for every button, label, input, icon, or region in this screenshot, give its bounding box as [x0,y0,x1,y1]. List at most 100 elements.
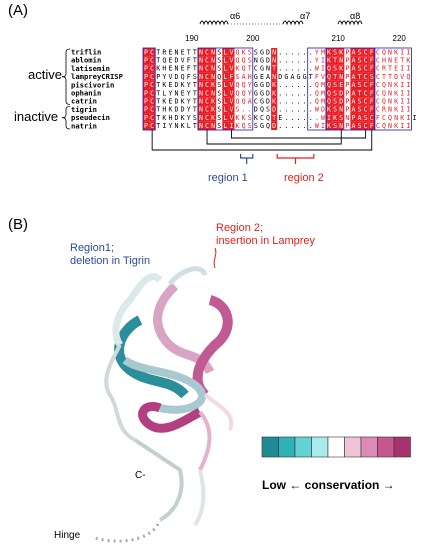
conserved-cell [271,113,278,122]
residue: C [150,57,154,65]
sequence-name: piscivorin [71,80,114,89]
conserved-cell [350,105,357,114]
residue: . [297,122,301,130]
conserved-cell [222,72,229,81]
residue: P [144,73,148,81]
conserved-cell [338,56,345,65]
conserved-cell [204,48,211,57]
residue: C [376,65,380,73]
residue: . [290,48,294,56]
residue: T [358,73,362,81]
conservation-swatch [377,436,395,458]
residue: I [400,48,404,56]
residue: . [297,98,301,106]
residue: T [156,89,160,97]
residue: R [382,106,386,114]
conserved-cell [197,64,204,73]
residue: F [370,48,374,56]
residue: S [333,81,337,89]
residue: T [358,89,362,97]
residue: S [193,73,197,81]
conserved-cell [228,56,235,65]
residue: S [266,106,270,114]
residue: Y [248,81,252,89]
residue: T [388,73,392,81]
conserved-cell [271,121,278,130]
residue: C [205,89,209,97]
residue: F [315,73,319,81]
residue: K [394,48,398,56]
residue: Q [266,122,270,130]
residue: N [388,81,392,89]
residue: N [199,57,203,65]
residue: Y [187,89,191,97]
residue: Q [388,114,392,122]
residue: E [168,65,172,73]
conserved-cell [204,80,211,89]
residue: D [266,57,270,65]
residue: D [266,98,270,106]
residue: S [358,57,362,65]
residue: . [290,122,294,130]
residue: C [376,89,380,97]
residue: T [156,122,160,130]
panel-b-label: (B) [8,216,28,233]
conserved-cell [356,113,363,122]
residue: K [272,81,276,89]
residue: D [181,106,185,114]
residue: N [211,48,215,56]
residue: C [376,48,380,56]
conserved-cell [326,89,333,98]
residue: V [229,57,233,65]
residue: D [394,73,398,81]
conserved-cell [228,89,235,98]
residue: I [412,114,416,122]
conserved-cell [356,97,363,106]
residue: S [333,89,337,97]
residue: . [284,57,288,65]
conserved-cell [326,113,333,122]
conserved-cell [338,105,345,114]
conserved-cell [368,56,375,65]
disulfide-bridge [206,130,342,145]
residue: C [205,106,209,114]
residue: . [284,89,288,97]
residue: D [272,122,276,130]
residue: N [272,48,276,56]
conserved-cell [356,105,363,114]
residue: K [168,106,172,114]
sequence-name: catrin [71,97,97,106]
conserved-cell [149,105,156,114]
residue: H [382,57,386,65]
residue: V [229,81,233,89]
residue: T [193,122,197,130]
residue: C [260,114,264,122]
residue: Y [187,81,191,89]
residue: Q [327,81,331,89]
residue: . [303,122,307,130]
residue: . [297,48,301,56]
residue: L [187,122,191,130]
residue: N [339,73,343,81]
residue: K [181,114,185,122]
residue: N [388,106,392,114]
conserved-cell [271,72,278,81]
residue: L [223,81,227,89]
conservation-swatch [360,436,378,458]
conserved-cell [362,113,369,122]
residue: N [388,57,392,65]
helix-a8 [337,20,363,26]
conserved-cell [362,48,369,57]
residue: . [284,48,288,56]
conserved-cell [149,64,156,73]
residue: P [351,114,355,122]
residue: F [370,65,374,73]
conserved-cell [326,48,333,57]
conservation-swatch [393,436,411,458]
residue: . [309,65,313,73]
conserved-cell [204,97,211,106]
residue: V [229,89,233,97]
residue: N [266,65,270,73]
conserved-cell [338,97,345,106]
residue: N [199,89,203,97]
